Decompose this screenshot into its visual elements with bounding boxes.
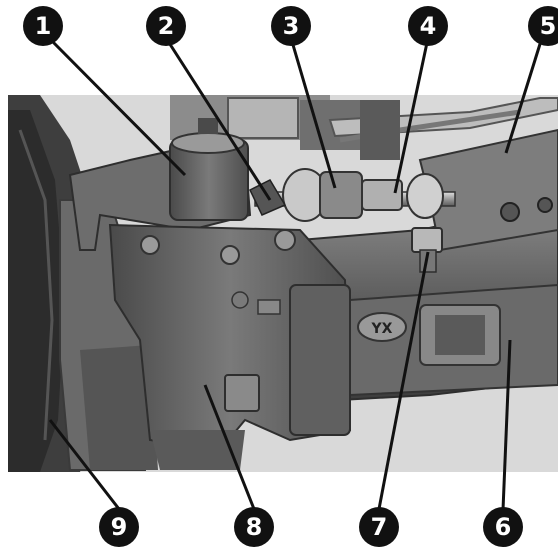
leader-2 (164, 37, 272, 201)
leader-9 (48, 419, 121, 510)
leader-7 (377, 251, 430, 510)
callout-8: 8 (234, 507, 274, 547)
right-arm (418, 128, 558, 252)
callout-5: 5 (528, 6, 558, 46)
leader-5 (504, 43, 542, 154)
callout-3: 3 (271, 6, 311, 46)
callout-6: 6 (483, 507, 523, 547)
upper-knuckle (68, 118, 252, 251)
upper-machinery (170, 95, 558, 160)
steering-rod (249, 168, 456, 222)
leader-3 (289, 37, 337, 189)
leader-lines (47, 36, 542, 511)
callout-2: 2 (146, 6, 186, 46)
leader-6 (501, 339, 512, 511)
leader-1 (47, 36, 187, 177)
callout-9: 9 (99, 507, 139, 547)
callout-4: 4 (408, 6, 448, 46)
leader-8 (203, 384, 256, 510)
leader-4 (393, 37, 430, 194)
steering-box (108, 223, 352, 470)
callout-1: 1 (23, 6, 63, 46)
callout-7: 7 (359, 507, 399, 547)
casting-mark: YX (371, 321, 393, 337)
